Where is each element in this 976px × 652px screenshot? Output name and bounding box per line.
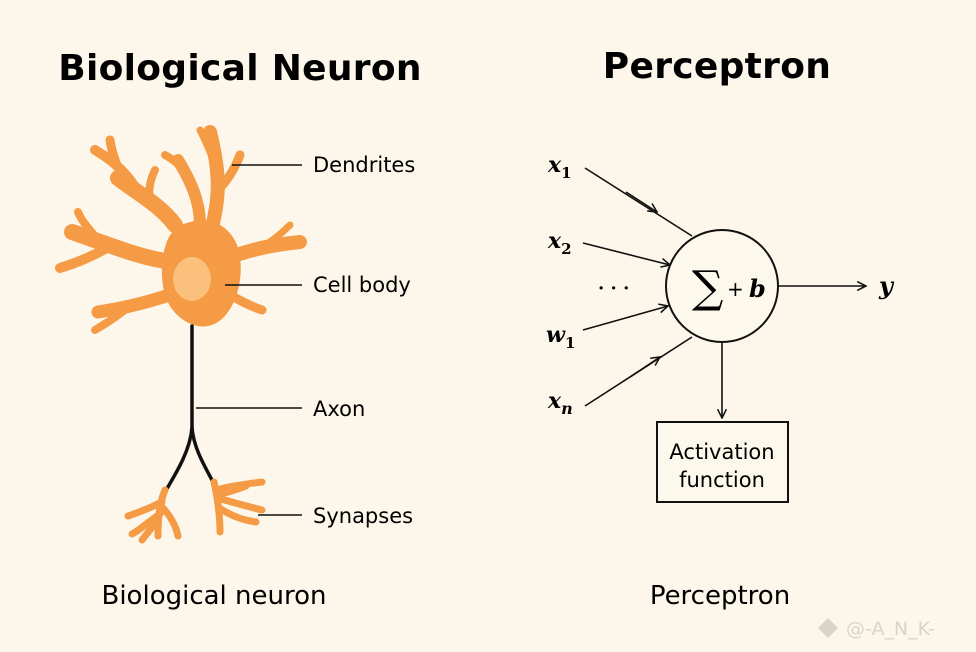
watermark-diamond-icon (818, 618, 838, 638)
activation-line-1: Activation (669, 440, 774, 464)
input-label-x2: x2 (547, 228, 572, 258)
dendrite-branches (55, 125, 307, 334)
input-arrows (582, 167, 693, 407)
synapse-terminals (124, 478, 266, 544)
output-label: y (878, 271, 895, 300)
input-labels: x1 x2 · · · w1 xn (546, 152, 629, 418)
nucleus (173, 257, 211, 301)
right-caption: Perceptron (650, 581, 790, 611)
left-panel-title: Biological Neuron (58, 48, 422, 89)
sum-symbol: ∑ (692, 262, 723, 313)
label-cell-body: Cell body (313, 273, 411, 297)
left-caption: Biological neuron (102, 581, 327, 611)
right-panel-title: Perceptron (603, 46, 831, 87)
label-synapses: Synapses (313, 504, 413, 528)
neuron-illustration (55, 125, 307, 544)
activation-function-box (656, 421, 789, 503)
label-dendrites: Dendrites (313, 153, 415, 177)
watermark: @-A_N_K- (818, 618, 935, 640)
watermark-text: @-A_N_K- (846, 618, 935, 640)
plus-sign: + (727, 277, 744, 301)
input-label-w1: w1 (546, 322, 575, 352)
inputs-ellipsis: · · · (598, 278, 629, 299)
input-label-x1: x1 (547, 152, 572, 182)
bias-term: b (749, 274, 766, 303)
label-axon: Axon (313, 397, 365, 421)
input-label-xn: xn (547, 388, 573, 418)
leader-lines (196, 164, 302, 516)
activation-line-2: function (679, 468, 765, 492)
axon-line (163, 324, 216, 494)
